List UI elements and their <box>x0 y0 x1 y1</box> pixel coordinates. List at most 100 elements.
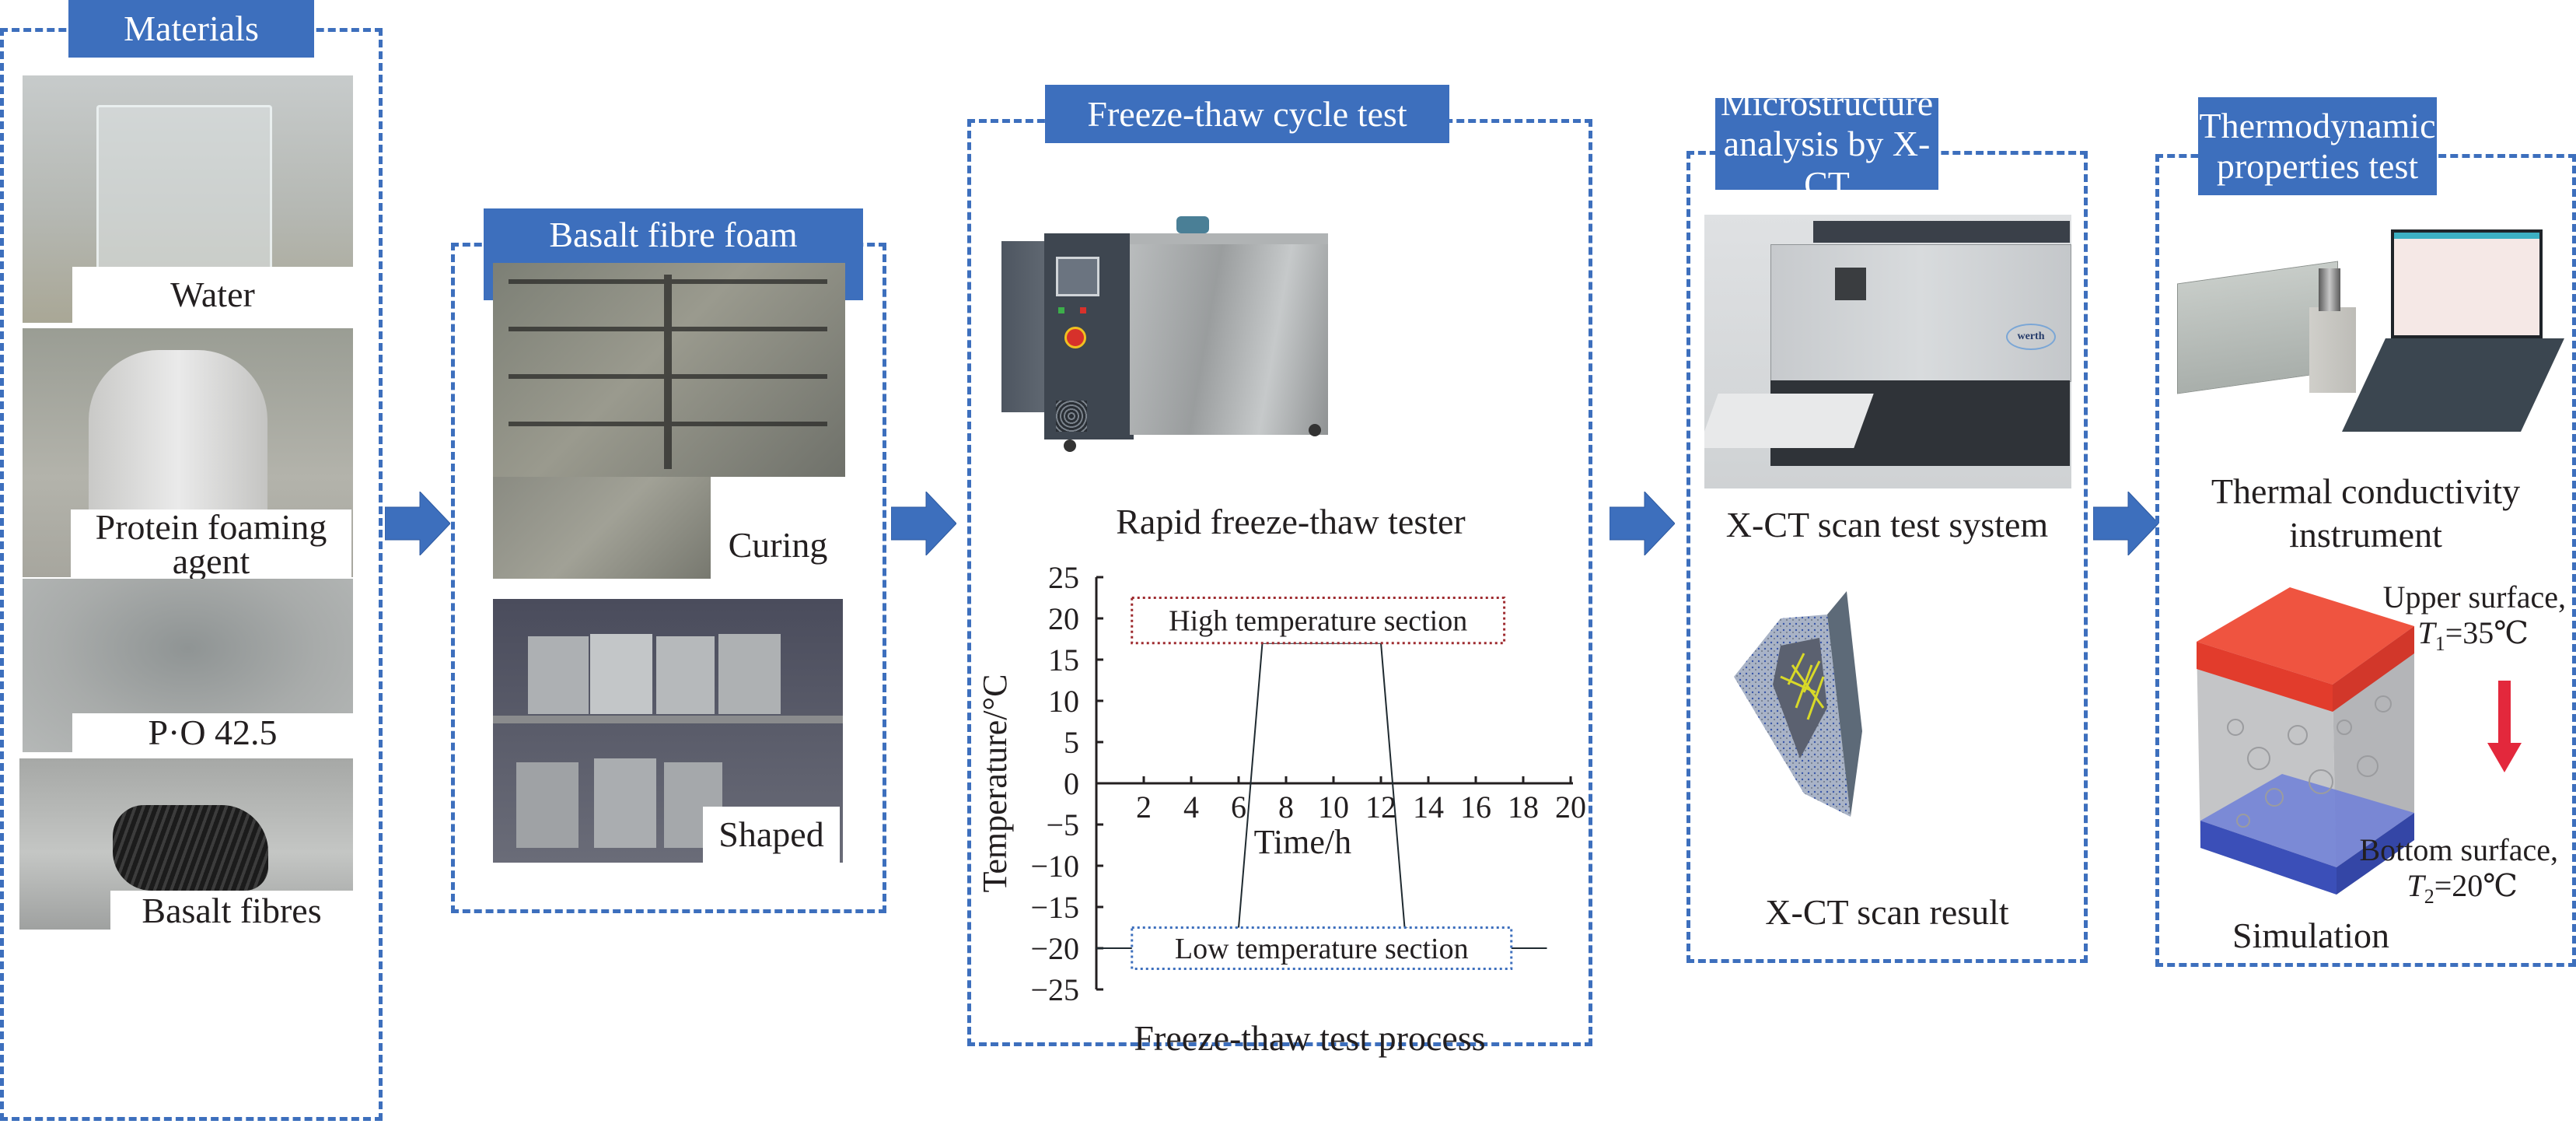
curing-photo <box>493 263 845 477</box>
foaming-agent-label: Protein foaming agent <box>71 509 351 580</box>
xct-system-photo: werth <box>1704 215 2071 488</box>
foaming-agent-label-line2: agent <box>172 541 250 581</box>
water-label-text: Water <box>170 275 255 314</box>
laptop-screen <box>2391 229 2543 338</box>
y-tick-label: 0 <box>1064 766 1079 801</box>
concrete-title-line1: Basalt fibre foam <box>549 215 798 254</box>
pores <box>2227 695 2392 828</box>
arrow-right-icon <box>1610 492 1675 555</box>
xct-title: Microstructure analysis by X-CT <box>1715 83 1938 204</box>
instrument-caption: Thermal conductivity instrument <box>2155 470 2576 557</box>
xct-scan-result-image <box>1734 591 1862 817</box>
tester-door <box>1130 233 1328 435</box>
bottom-surface-label: Bottom surface, T2=20℃ <box>2325 832 2559 915</box>
x-tick-label: 8 <box>1278 790 1294 825</box>
cement-label: P·O 42.5 <box>72 713 353 752</box>
upper-surface-text: Upper surface, <box>2382 580 2566 615</box>
shaped-label: Shaped <box>703 807 840 863</box>
wheel <box>1064 439 1076 452</box>
y-tick-label: −25 <box>1030 972 1079 1007</box>
thermo-title-line2: properties test <box>2216 146 2419 186</box>
laptop-display <box>2394 233 2539 335</box>
high-temperature-box <box>1131 597 1506 645</box>
materials-title-text: Materials <box>124 9 259 48</box>
x-tick-label: 18 <box>1508 790 1539 825</box>
xct-window <box>1835 268 1866 300</box>
tester-top-cap <box>1176 216 1209 233</box>
x-tick-label: 4 <box>1183 790 1199 825</box>
y-tick-label: −10 <box>1030 849 1079 884</box>
x-tick-label: 14 <box>1413 790 1444 825</box>
beaker-shape <box>96 105 272 281</box>
xct-title-line2: analysis by X-CT <box>1723 124 1931 204</box>
y-tick-label: −20 <box>1030 931 1079 966</box>
stop-button-indicator <box>1080 307 1086 313</box>
cold-plate-front <box>2200 821 2337 895</box>
sample-holder <box>2309 307 2356 393</box>
block <box>528 636 589 714</box>
heat-flow-arrow-icon <box>2487 681 2522 772</box>
probe <box>2319 268 2340 311</box>
foaming-agent-label-line1: Protein foaming <box>95 507 327 547</box>
block <box>516 762 578 848</box>
tester-caption: Rapid freeze-thaw tester <box>1116 502 1466 541</box>
x-axis-label: Time/h <box>1254 823 1352 861</box>
x-tick-label: 6 <box>1231 790 1246 825</box>
x-tick-label: 2 <box>1136 790 1152 825</box>
upper-temp-sub: 1 <box>2434 632 2445 655</box>
simulation-image <box>2197 587 2414 895</box>
y-tick-label: 20 <box>1048 601 1079 636</box>
bottom-surface-temp: T2=20℃ <box>2325 868 2558 915</box>
basalt-fibres-label: Basalt fibres <box>110 891 353 930</box>
x-tick-label: 10 <box>1318 790 1349 825</box>
simulation-caption: Simulation <box>2232 916 2389 955</box>
tester-control-column <box>1044 233 1134 439</box>
low-temperature-label: Low temperature section <box>1175 933 1469 965</box>
emergency-stop <box>1064 327 1086 348</box>
fibres <box>1780 653 1825 720</box>
y-tick-label: 25 <box>1048 560 1079 595</box>
bottom-temp-sub: 2 <box>2424 885 2434 908</box>
y-tick-label: −15 <box>1030 890 1079 925</box>
mould-grid <box>509 275 827 469</box>
bottom-temp-value: =20℃ <box>2434 868 2518 903</box>
thermal-conductivity-instrument-image <box>2169 226 2564 474</box>
arrow-right-icon <box>385 492 450 555</box>
bottom-temp-symbol: T <box>2406 868 2424 903</box>
high-temperature-label: High temperature section <box>1169 605 1467 638</box>
fan-grille <box>1056 401 1087 432</box>
hot-plate-top <box>2197 587 2414 685</box>
laptop-keyboard <box>2342 338 2564 432</box>
thermo-title: Thermodynamic properties test <box>2198 97 2437 195</box>
block <box>656 636 715 714</box>
xct-result-caption: X-CT scan result <box>1765 892 2009 932</box>
wheel <box>1309 424 1321 436</box>
y-tick-label: 15 <box>1048 643 1079 678</box>
y-tick-label: −5 <box>1046 807 1079 842</box>
low-temperature-box <box>1131 926 1513 970</box>
instrument-caption-line2: instrument <box>2289 515 2442 555</box>
upper-temp-value: =35℃ <box>2445 615 2529 650</box>
chart-title: Freeze-thaw test process <box>1134 1018 1485 1058</box>
operator-desk <box>1704 394 1874 448</box>
water-label: Water <box>72 267 353 323</box>
y-tick-label: 5 <box>1064 725 1079 760</box>
block <box>590 634 652 714</box>
hot-plate-side <box>2333 626 2414 712</box>
xct-title-line1: Microstructure <box>1720 83 1934 123</box>
y-tick-label: 10 <box>1048 684 1079 719</box>
cube-face-right <box>1827 591 1862 817</box>
cold-plate-side <box>2337 813 2414 895</box>
curing-label: Curing <box>711 512 845 579</box>
block <box>594 758 656 848</box>
x-tick-label: 16 <box>1460 790 1491 825</box>
xct-system-caption: X-CT scan test system <box>1725 505 2049 544</box>
werth-logo: werth <box>2006 324 2056 350</box>
x-tick-label: 12 <box>1365 790 1396 825</box>
upper-temp-symbol: T <box>2417 615 2435 650</box>
ceiling-windows <box>1813 221 2070 243</box>
x-tick-label: 20 <box>1555 790 1586 825</box>
basalt-fibres-label-text: Basalt fibres <box>142 890 322 930</box>
upper-surface-temp: T1=35℃ <box>2340 615 2566 662</box>
